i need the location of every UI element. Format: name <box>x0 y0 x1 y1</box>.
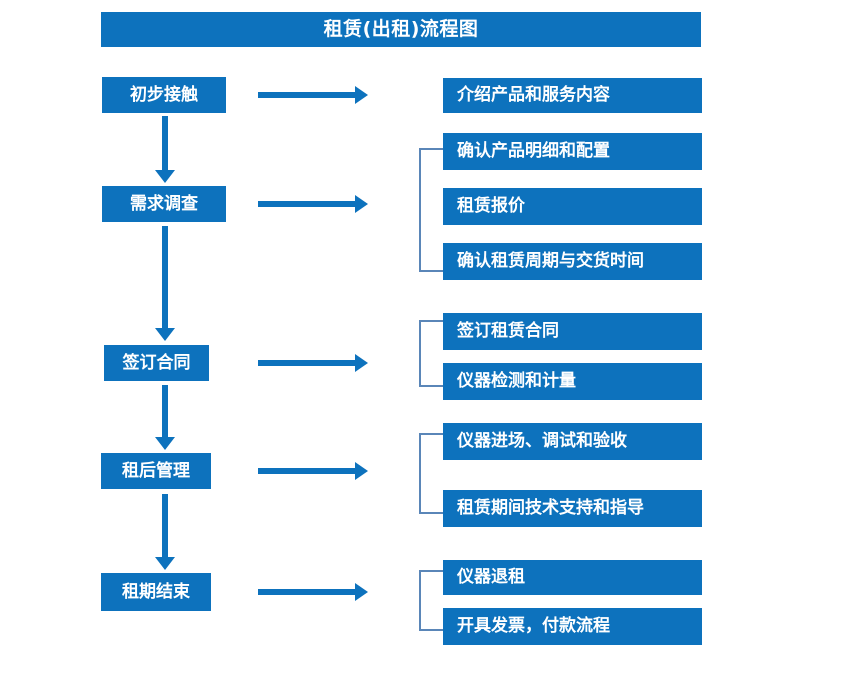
stage-box-3[interactable]: 签订合同 <box>104 345 209 381</box>
stage-box-5[interactable]: 租期结束 <box>101 573 211 611</box>
detail-box-5[interactable]: 签订租赁合同 <box>443 313 702 350</box>
stage-box-4[interactable]: 租后管理 <box>101 453 211 489</box>
detail-box-1[interactable]: 介绍产品和服务内容 <box>443 78 702 113</box>
detail-label-8: 租赁期间技术支持和指导 <box>457 498 644 518</box>
arrow-right-icon-5 <box>258 583 368 601</box>
detail-label-3: 租赁报价 <box>457 196 525 216</box>
stage-box-2[interactable]: 需求调查 <box>102 186 226 222</box>
stage-box-1[interactable]: 初步接触 <box>102 77 226 113</box>
detail-box-2[interactable]: 确认产品明细和配置 <box>443 133 702 170</box>
arrow-down-icon-3 <box>155 385 175 450</box>
stage-label-3: 签订合同 <box>122 352 191 373</box>
detail-label-1: 介绍产品和服务内容 <box>457 85 610 105</box>
detail-box-8[interactable]: 租赁期间技术支持和指导 <box>443 490 702 527</box>
detail-label-10: 开具发票，付款流程 <box>457 616 610 636</box>
diagram-title-bar: 租赁(出租)流程图 <box>101 12 701 47</box>
detail-label-5: 签订租赁合同 <box>457 321 559 341</box>
detail-box-10[interactable]: 开具发票，付款流程 <box>443 608 702 645</box>
detail-label-9: 仪器退租 <box>457 567 525 587</box>
arrow-right-icon-2 <box>258 195 368 213</box>
stage-label-2: 需求调查 <box>130 193 198 214</box>
detail-label-7: 仪器进场、调试和验收 <box>457 431 627 451</box>
group-bracket-icon-4 <box>419 570 443 631</box>
detail-label-6: 仪器检测和计量 <box>457 371 576 391</box>
diagram-title: 租赁(出租)流程图 <box>323 18 479 40</box>
arrow-right-icon-1 <box>258 86 368 104</box>
arrow-down-icon-2 <box>155 226 175 341</box>
arrow-right-icon-3 <box>258 354 368 372</box>
stage-label-4: 租后管理 <box>122 460 190 481</box>
detail-label-4: 确认租赁周期与交货时间 <box>457 251 644 271</box>
arrow-down-icon-1 <box>155 116 175 183</box>
detail-box-9[interactable]: 仪器退租 <box>443 560 702 595</box>
arrow-right-icon-4 <box>258 462 368 480</box>
stage-label-1: 初步接触 <box>130 84 198 105</box>
group-bracket-icon-3 <box>419 433 443 514</box>
detail-label-2: 确认产品明细和配置 <box>457 141 610 161</box>
group-bracket-icon-2 <box>419 320 443 387</box>
detail-box-3[interactable]: 租赁报价 <box>443 188 702 225</box>
detail-box-6[interactable]: 仪器检测和计量 <box>443 363 702 400</box>
detail-box-7[interactable]: 仪器进场、调试和验收 <box>443 423 702 460</box>
stage-label-5: 租期结束 <box>122 581 190 602</box>
detail-box-4[interactable]: 确认租赁周期与交货时间 <box>443 243 702 280</box>
arrow-down-icon-4 <box>155 494 175 570</box>
group-bracket-icon-1 <box>419 148 443 272</box>
